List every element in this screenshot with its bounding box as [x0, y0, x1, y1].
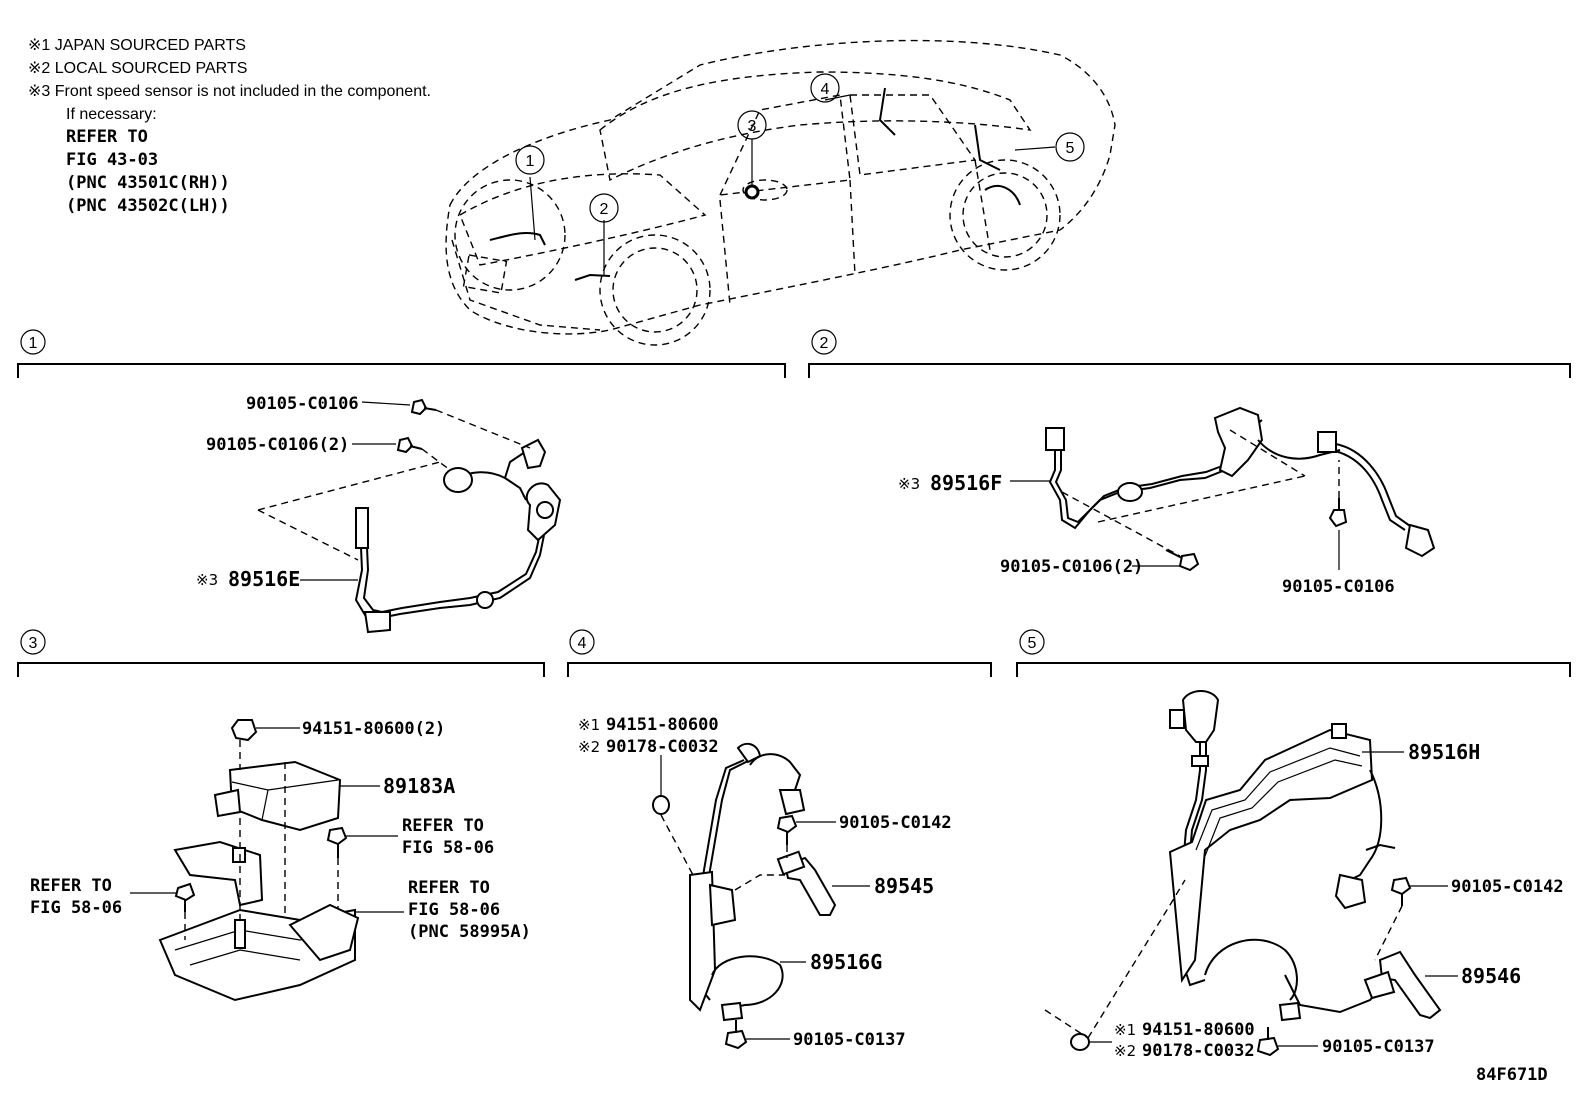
s5-sensor-label: 89546: [1461, 964, 1521, 988]
s2-bolt-label: 90105-C0106: [1282, 577, 1395, 597]
note-local-sourced: ※2 LOCAL SOURCED PARTS: [28, 60, 248, 77]
section-4-marker: 4: [578, 635, 587, 652]
note-refer-to: REFER TO: [66, 127, 148, 147]
section-5-marker: 5: [1028, 635, 1037, 652]
s3-ref-bottom-2: FIG 58-06: [408, 900, 500, 920]
car-callout-2: 2: [600, 201, 609, 218]
section-2-front-sensor-lh: ※3 89516F 90105-C0106(2) 90105-C0106: [898, 406, 1436, 597]
s5-jp-mark: ※1: [1114, 1021, 1136, 1039]
s1-sensor-mark: ※3: [196, 571, 218, 589]
note-if-necessary: If necessary:: [66, 106, 157, 123]
s4-local-mark: ※2: [578, 738, 600, 756]
s3-ref-right-1: REFER TO: [402, 816, 484, 836]
s3-ref-left-2: FIG 58-06: [30, 898, 122, 918]
section-headers: 1 2 3 4 5: [17, 329, 1571, 677]
section-3-marker: 3: [29, 635, 38, 652]
s1-bolt-label: 90105-C0106: [246, 394, 359, 414]
s4-sensor-label: 89545: [874, 874, 934, 898]
s4-nut-jp-label: 94151-80600: [606, 715, 719, 735]
s5-local-mark: ※2: [1114, 1042, 1136, 1060]
s5-bolt-bottom-label: 90105-C0137: [1322, 1037, 1435, 1057]
section-3-yaw-rate-sensor: 94151-80600(2) 89183A REFER TO FIG 58-06…: [30, 719, 531, 1002]
s3-ref-bottom-3: (PNC 58995A): [408, 922, 531, 942]
s1-sensor-label: 89516E: [228, 567, 300, 591]
s5-nut-jp-label: 94151-80600: [1142, 1020, 1255, 1040]
note-pnc-rh: (PNC 43501C(RH)): [66, 173, 230, 193]
s4-nut-local-label: 90178-C0032: [606, 737, 719, 757]
note-front-sensor: ※3 Front speed sensor is not included in…: [28, 83, 431, 100]
s5-bolt-top-label: 90105-C0142: [1451, 877, 1564, 897]
car-illustration: 1 2 3 4 5: [445, 39, 1116, 346]
s5-nut-local-label: 90178-C0032: [1142, 1041, 1255, 1061]
car-callout-5: 5: [1066, 140, 1075, 157]
s3-ref-bottom-1: REFER TO: [408, 878, 490, 898]
car-callout-3: 3: [748, 118, 757, 135]
note-fig: FIG 43-03: [66, 150, 159, 170]
s4-bolt-bottom-label: 90105-C0137: [793, 1030, 906, 1050]
s3-ref-left-1: REFER TO: [30, 876, 112, 896]
s5-harness-label: 89516H: [1408, 740, 1480, 764]
s2-bolt-x2-label: 90105-C0106(2): [1000, 557, 1143, 577]
s4-bolt-top-label: 90105-C0142: [839, 813, 952, 833]
s4-harness-label: 89516G: [810, 950, 882, 974]
s2-sensor-mark: ※3: [898, 475, 920, 493]
section-1-front-sensor-rh: 90105-C0106 90105-C0106(2) ※3 89516E: [196, 394, 562, 634]
section-1-marker: 1: [29, 335, 38, 352]
section-2-marker: 2: [820, 335, 829, 352]
s1-bolt-x2-label: 90105-C0106(2): [206, 435, 349, 455]
section-4-rear-sensor-rh: ※1 94151-80600 ※2 90178-C0032 90105-C014…: [578, 715, 952, 1050]
s2-sensor-label: 89516F: [930, 471, 1002, 495]
notes-block: ※1 JAPAN SOURCED PARTS ※2 LOCAL SOURCED …: [28, 34, 431, 218]
s3-ecu-label: 89183A: [383, 774, 455, 798]
car-callout-4: 4: [821, 81, 830, 98]
car-callout-1: 1: [526, 153, 535, 170]
s3-ref-right-2: FIG 58-06: [402, 838, 494, 858]
figure-id: 84F671D: [1476, 1065, 1548, 1085]
s4-jp-mark: ※1: [578, 716, 600, 734]
note-pnc-lh: (PNC 43502C(LH)): [66, 196, 230, 216]
s3-nut-label: 94151-80600(2): [302, 719, 445, 739]
note-japan-sourced: ※1 JAPAN SOURCED PARTS: [28, 37, 246, 54]
section-5-rear-sensor-lh: 89516H 90105-C0142 89546 ※1 94151-80600 …: [1044, 690, 1564, 1061]
